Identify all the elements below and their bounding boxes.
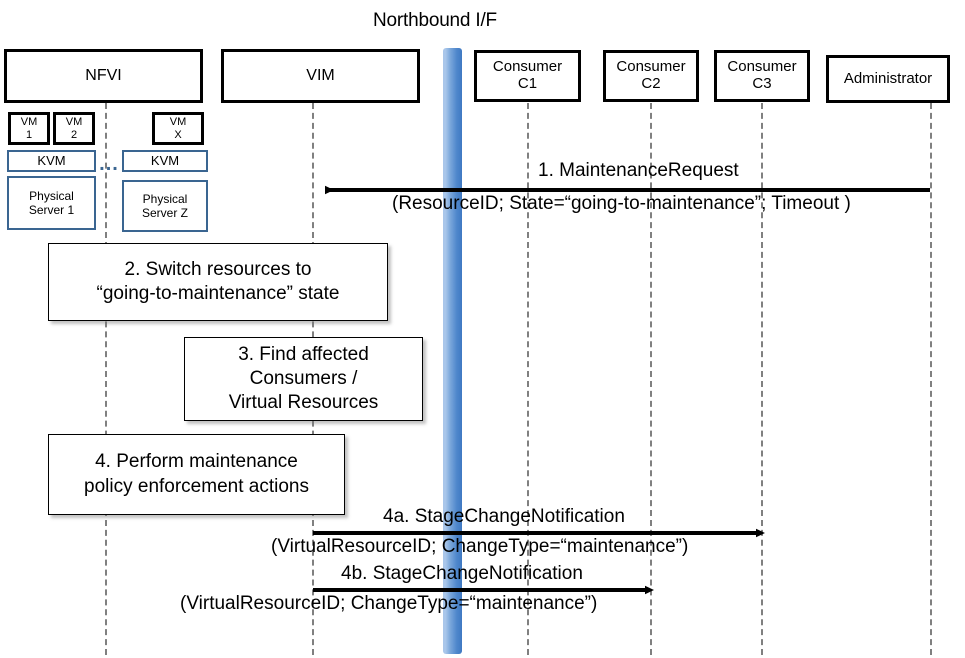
physical-server-box-z[interactable]: Physical Server Z: [122, 180, 208, 232]
step-3-line-2: Consumers /: [249, 367, 358, 389]
physical-server-1-line2: Server 1: [28, 203, 75, 217]
physical-server-box-1[interactable]: Physical Server 1: [7, 176, 96, 230]
lifeline-consumer-c2: [650, 103, 652, 655]
lifeline-consumer-c3: [761, 103, 763, 655]
physical-server-z-line1: Physical: [142, 191, 188, 206]
hypervisor-label-hostZ: KVM: [150, 153, 180, 169]
message-4a-line2: (VirtualResourceID; ChangeType=“maintena…: [271, 536, 689, 557]
message-1-line1: 1. MaintenanceRequest: [538, 160, 739, 181]
vm-2-line1: VM: [65, 116, 83, 129]
vm-2-line2: 2: [70, 128, 78, 141]
vm-box-x[interactable]: VM X: [152, 112, 204, 145]
message-arrow-4a-stage-change-notification: [313, 528, 765, 538]
actor-sublabel-consumer-c1: C1: [517, 75, 538, 92]
physical-server-z-line2: Server Z: [141, 206, 188, 220]
actor-label-consumer-c1: Consumer: [492, 58, 563, 76]
actor-sublabel-consumer-c3: C3: [752, 75, 772, 92]
vm-x-line2: X: [174, 128, 182, 141]
hypervisor-box-hostZ[interactable]: KVM: [122, 150, 208, 172]
step-2-line-1: 2. Switch resources to: [124, 258, 312, 280]
page-title: Northbound I/F: [373, 10, 497, 31]
vm-x-line1: VM: [169, 116, 187, 129]
northbound-interface-bar: [443, 48, 462, 654]
vm-1-line1: VM: [20, 116, 38, 129]
hypervisor-box-host1[interactable]: KVM: [7, 150, 96, 172]
message-4a-line1: 4a. StageChangeNotification: [383, 506, 625, 527]
hypervisor-label-host1: KVM: [37, 153, 66, 169]
vm-box-1[interactable]: VM 1: [8, 112, 50, 145]
message-arrow-1-maintenance-request: [325, 185, 930, 195]
message-4b-line1: 4b. StageChangeNotification: [341, 563, 583, 584]
actor-box-consumer-c2[interactable]: Consumer C2: [603, 50, 699, 102]
actor-label-consumer-c3: Consumer: [727, 58, 797, 76]
vm-1-line2: 1: [25, 128, 33, 141]
step-3-line-1: 3. Find affected: [238, 343, 369, 365]
step-note-3[interactable]: 3. Find affected Consumers / Virtual Res…: [184, 337, 423, 421]
physical-server-1-line1: Physical: [29, 188, 74, 203]
step-note-4[interactable]: 4. Perform maintenance policy enforcemen…: [48, 434, 345, 515]
step-3-line-3: Virtual Resources: [228, 392, 379, 414]
actor-label-consumer-c2: Consumer: [616, 58, 686, 76]
actor-label-vim: VIM: [306, 67, 335, 85]
message-1-line2: (ResourceID; State=“going-to-maintenance…: [392, 193, 851, 214]
message-4b-line2: (VirtualResourceID; ChangeType=“maintena…: [180, 593, 598, 614]
actor-box-consumer-c3[interactable]: Consumer C3: [714, 50, 810, 102]
step-2-line-2: “going-to-maintenance” state: [96, 283, 340, 304]
step-note-2[interactable]: 2. Switch resources to “going-to-mainten…: [48, 243, 388, 321]
message-arrow-4b-stage-change-notification: [313, 585, 654, 595]
actor-label-nfvi: NFVI: [85, 67, 122, 85]
lifeline-consumer-c1: [527, 103, 529, 655]
actor-box-consumer-c1[interactable]: Consumer C1: [474, 50, 581, 102]
vm-box-2[interactable]: VM 2: [53, 112, 95, 145]
lifeline-administrator: [930, 103, 932, 655]
actor-box-vim[interactable]: VIM: [221, 49, 420, 103]
actor-label-administrator: Administrator: [843, 69, 933, 87]
lifeline-nfvi: [105, 103, 107, 655]
step-4-line-1: 4. Perform maintenance: [95, 451, 298, 473]
actor-box-nfvi[interactable]: NFVI: [4, 49, 203, 103]
hosts-ellipsis: ...: [99, 153, 119, 175]
actor-box-administrator[interactable]: Administrator: [826, 55, 950, 103]
step-4-line-2: policy enforcement actions: [84, 475, 309, 497]
actor-sublabel-consumer-c2: C2: [641, 75, 661, 92]
